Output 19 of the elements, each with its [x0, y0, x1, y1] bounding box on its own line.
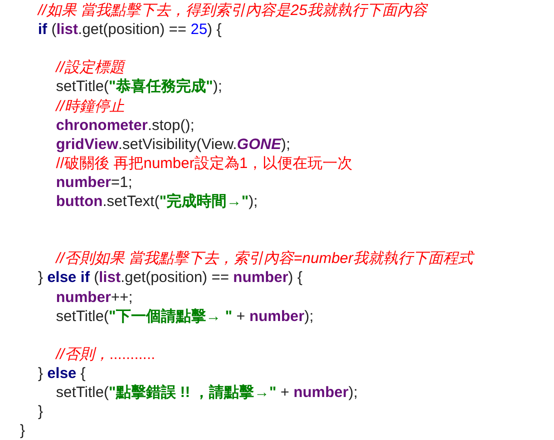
code-line: button.setText("完成時間→");: [56, 192, 258, 211]
code-comment: //否則如果 當我點擊下去，索引內容=number我就執行下面程式: [56, 249, 474, 268]
code-line: setTitle("下一個請點擊→ " + number);: [56, 306, 314, 326]
code-comment: //時鐘停止: [56, 96, 124, 116]
code-line: } else if (list.get(position) == number) {: [38, 268, 302, 288]
code-line: gridView.setVisibility(View.GONE);: [56, 134, 290, 154]
code-line: chronometer.stop();: [56, 116, 194, 135]
code-line: number=1;: [56, 172, 132, 192]
code-comment: //設定標題: [56, 58, 124, 78]
code-line: }: [38, 402, 44, 422]
code-line: setTitle("恭喜任務完成");: [56, 77, 222, 96]
code-comment: //破關後 再把number設定為1，以便在玩一次: [56, 154, 353, 173]
code-line: }: [20, 421, 26, 440]
code-line: } else {: [38, 364, 86, 383]
code-line: number++;: [56, 288, 133, 306]
code-line: setTitle("點擊錯誤 !! ，請點擊→" + number);: [56, 383, 358, 402]
code-comment: //如果 當我點擊下去，得到索引內容是25我就執行下面內容: [38, 1, 428, 20]
code-comment: //否則，...........: [56, 344, 156, 364]
code-line: if (list.get(position) == 25) {: [38, 20, 222, 40]
